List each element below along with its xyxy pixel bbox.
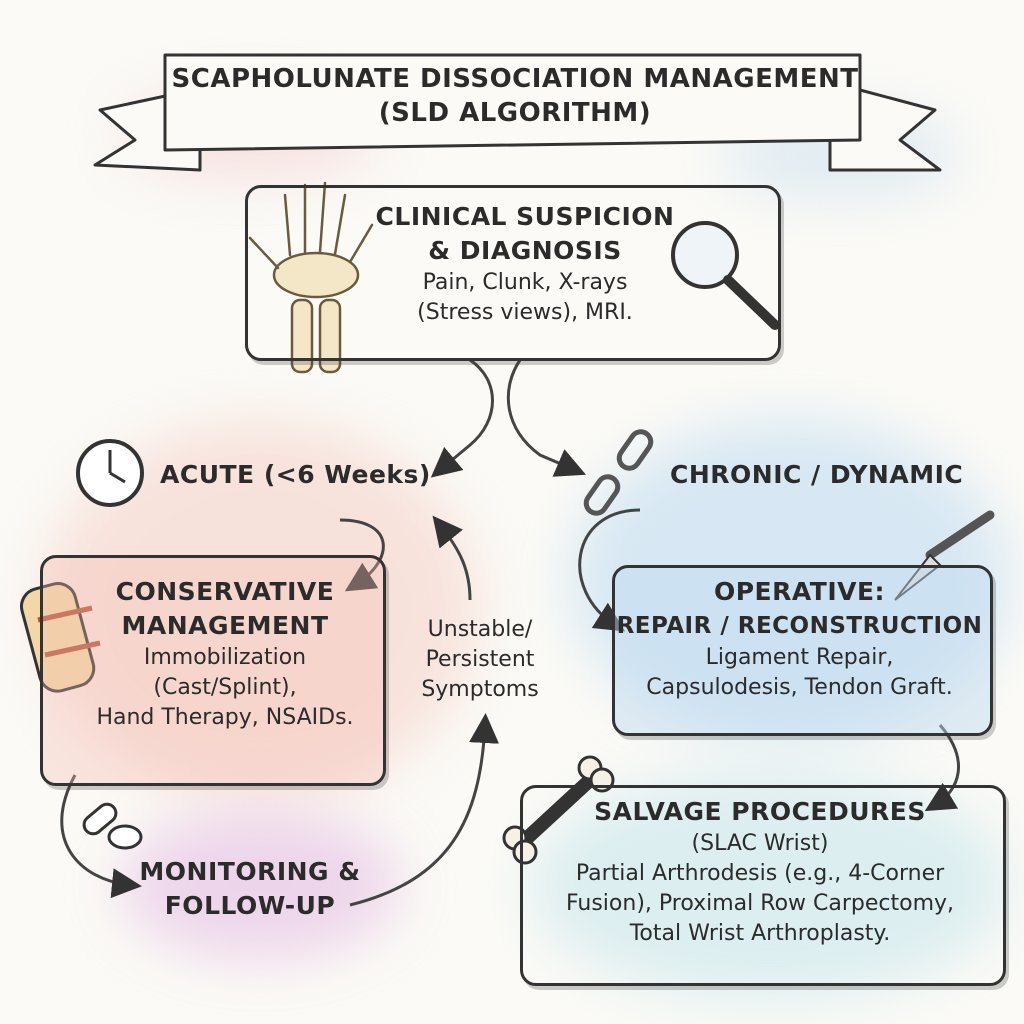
diagnosis-detail-line2: (Stress views), MRI. <box>417 300 633 325</box>
salvage-text: SALVAGE PROCEDURES (SLAC Wrist) Partial … <box>540 795 980 949</box>
banner-ribbon <box>93 53 942 172</box>
conservative-detail-line2: (Cast/Splint), <box>153 675 297 700</box>
salvage-detail-line2: Fusion), Proximal Row Carpectomy, <box>565 891 955 916</box>
escalation-line3: Symptoms <box>421 677 539 702</box>
pills-icon <box>82 802 143 850</box>
salvage-heading-line1: SALVAGE PROCEDURES <box>594 797 926 826</box>
diagnosis-heading-line1: CLINICAL SUSPICION <box>375 202 675 231</box>
magnifying-glass-icon <box>671 221 780 330</box>
diagnosis-box <box>245 185 781 361</box>
salvage-box <box>520 785 1006 986</box>
monitoring-line2: FOLLOW-UP <box>164 891 336 920</box>
monitoring-to-escalation-arrow <box>349 713 500 907</box>
bone-icon <box>502 755 615 865</box>
escalation-line2: Persistent <box>425 647 535 672</box>
diagnosis-detail-line1: Pain, Clunk, X-rays <box>422 270 628 295</box>
title-line1: SCAPHOLUNATE DISSOCIATION MANAGEMENT <box>171 64 859 94</box>
clock-icon <box>76 439 144 507</box>
operative-detail-line2: Capsulodesis, Tendon Graft. <box>646 675 953 700</box>
escalation-label: Unstable/ Persistent Symptoms <box>405 615 555 705</box>
broken-chain-icon <box>583 429 654 516</box>
diagnosis-text: CLINICAL SUSPICION & DIAGNOSIS Pain, Clu… <box>375 200 675 328</box>
operative-box <box>612 565 993 736</box>
conservative-detail-line1: Immobilization <box>143 645 307 670</box>
escalation-up-arrow <box>432 515 472 601</box>
operative-heading-line2: REPAIR / RECONSTRUCTION <box>616 613 983 639</box>
chronic-to-operative-arrow <box>578 508 641 632</box>
salvage-detail-line1: Partial Arthrodesis (e.g., 4-Corner <box>575 861 945 886</box>
operative-heading-line1: OPERATIVE: <box>713 577 886 606</box>
conservative-to-monitoring-arrow <box>60 774 142 899</box>
acute-label: ACUTE (<6 Weeks) <box>160 460 431 489</box>
salvage-heading-line2: (SLAC Wrist) <box>691 831 829 856</box>
split-arrow <box>430 358 587 478</box>
salvage-detail-line3: Total Wrist Arthroplasty. <box>629 921 891 946</box>
title-line2: (SLD ALGORITHM) <box>378 98 652 128</box>
operative-text: OPERATIVE: REPAIR / RECONSTRUCTION Ligam… <box>612 575 987 703</box>
conservative-text: CONSERVATIVE MANAGEMENT Immobilization (… <box>75 575 375 733</box>
monitoring-line1: MONITORING & <box>139 857 361 886</box>
diagram-title: SCAPHOLUNATE DISSOCIATION MANAGEMENT (SL… <box>170 62 860 130</box>
conservative-heading-line1: CONSERVATIVE <box>115 577 335 606</box>
operative-detail-line1: Ligament Repair, <box>705 645 894 670</box>
chronic-wash <box>570 420 1010 740</box>
chronic-label: CHRONIC / DYNAMIC <box>670 460 964 489</box>
conservative-heading-line2: MANAGEMENT <box>121 611 329 640</box>
monitoring-label: MONITORING & FOLLOW-UP <box>135 855 365 923</box>
conservative-box <box>40 555 386 786</box>
conservative-detail-line3: Hand Therapy, NSAIDs. <box>96 705 354 730</box>
diagnosis-heading-line2: & DIAGNOSIS <box>428 236 622 265</box>
escalation-line1: Unstable/ <box>427 617 533 642</box>
acute-to-conservative-arrow <box>339 518 385 592</box>
splint-icon <box>20 582 101 693</box>
wrist-xray-icon <box>248 181 374 374</box>
monitoring-wash <box>120 810 400 960</box>
